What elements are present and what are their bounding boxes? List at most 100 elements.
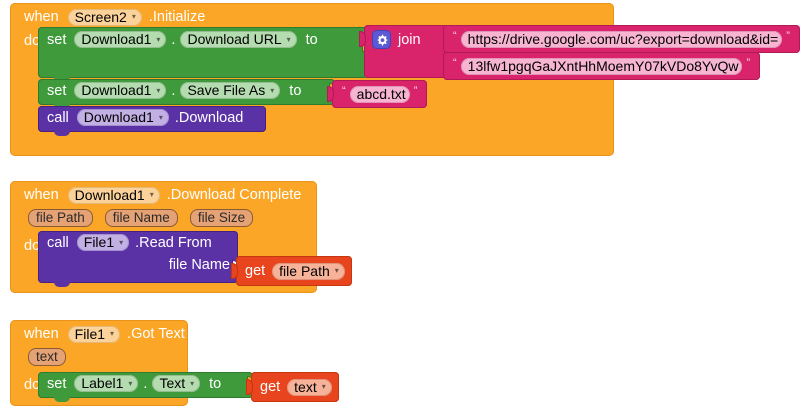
text-value: https://drive.google.com/uc?export=downl…	[467, 30, 779, 47]
event-header: when Download1 ▾ .Download Complete	[24, 185, 301, 205]
do-label-1: do	[24, 32, 40, 50]
get-block-text[interactable]: get text ▾	[246, 372, 339, 402]
component-dropdown-download1[interactable]: Download1 ▾	[67, 186, 160, 204]
gear-icon[interactable]	[372, 30, 391, 49]
event-name: .Download Complete	[166, 187, 302, 203]
method-name: .Read From	[135, 234, 212, 251]
property-dropdown-text[interactable]: Text ▾	[152, 375, 201, 392]
event-name: .Got Text	[127, 326, 185, 342]
connector-bump	[54, 282, 70, 287]
keyword-call: call	[47, 109, 69, 126]
component-dropdown-download1[interactable]: Download1 ▾	[74, 82, 167, 99]
component-dropdown-file1[interactable]: File1 ▾	[76, 234, 130, 251]
setter-block-download-url[interactable]: set Download1 ▾ . Download URL ▾ to	[38, 27, 369, 82]
dot-separator: .	[171, 31, 176, 48]
param-chip-file-path[interactable]: file Path	[28, 209, 93, 227]
get-block-file-path[interactable]: get file Path ▾	[231, 256, 352, 286]
component-name: Download1	[83, 109, 154, 125]
event-header: when File1 ▾ .Got Text	[24, 324, 185, 344]
chevron-down-icon: ▾	[190, 378, 195, 388]
variable-name: file Path	[279, 262, 330, 279]
property-name: Save File As	[187, 82, 266, 98]
component-dropdown-file1[interactable]: File1 ▾	[67, 325, 121, 343]
left-plug	[359, 31, 366, 47]
keyword-set: set	[47, 375, 67, 392]
connector-bump	[54, 131, 70, 136]
quote-open: “	[453, 30, 457, 42]
text-value-field[interactable]: https://drive.google.com/uc?export=downl…	[460, 30, 783, 48]
keyword-when: when	[24, 187, 59, 203]
setter-row: set Label1 ▾ . Text ▾ to	[38, 372, 227, 396]
do-label-3: do	[24, 376, 40, 394]
keyword-set: set	[47, 82, 67, 99]
call-arg-row: file Name	[169, 257, 230, 273]
quote-close: ”	[786, 30, 790, 42]
property-dropdown-save-file-as[interactable]: Save File As ▾	[180, 82, 281, 99]
component-dropdown-screen2[interactable]: Screen2 ▾	[67, 8, 142, 26]
keyword-get: get	[260, 379, 281, 395]
left-plug	[231, 263, 238, 279]
event-parameters: text	[28, 348, 78, 366]
component-name: File1	[74, 325, 106, 342]
left-plug	[246, 379, 253, 395]
text-value: abcd.txt	[356, 85, 406, 102]
chevron-down-icon: ▾	[321, 382, 326, 391]
join-label: join	[398, 31, 421, 48]
join-block[interactable]: join	[359, 25, 448, 78]
text-block-abcd-txt[interactable]: “ abcd.txt ”	[327, 80, 428, 108]
setter-block-label1-text[interactable]: set Label1 ▾ . Text ▾ to	[38, 372, 254, 402]
text-block-download-url-base[interactable]: “ https://drive.google.com/uc?export=dow…	[443, 25, 800, 53]
event-name: .Initialize	[148, 9, 206, 25]
variable-name: text	[294, 378, 317, 395]
keyword-when: when	[24, 9, 59, 25]
param-chip-text[interactable]: text	[28, 348, 66, 366]
text-value-field[interactable]: abcd.txt	[349, 85, 410, 103]
text-value: 13lfw1pgqGaJXntHhMoemY07kVDo8YvQw	[467, 57, 739, 74]
keyword-do: do	[24, 238, 41, 254]
dot-separator: .	[143, 375, 148, 392]
call-block-read-from[interactable]: call File1 ▾ .Read From file Name	[38, 231, 239, 287]
variable-dropdown-text[interactable]: text ▾	[287, 378, 332, 396]
keyword-get: get	[245, 263, 266, 279]
quote-close: ”	[746, 57, 751, 69]
keyword-do: do	[24, 33, 41, 49]
chevron-down-icon: ▾	[156, 85, 161, 95]
dot-separator: .	[171, 82, 176, 99]
chevron-down-icon: ▾	[156, 34, 161, 44]
keyword-when: when	[24, 326, 59, 342]
keyword-set: set	[47, 31, 67, 48]
chevron-down-icon: ▾	[270, 85, 275, 95]
quote-open: “	[453, 57, 457, 69]
component-name: File1	[83, 234, 115, 250]
chevron-down-icon: ▾	[128, 378, 133, 388]
text-value-field[interactable]: 13lfw1pgqGaJXntHhMoemY07kVDo8YvQw	[460, 57, 743, 75]
param-chip-file-name[interactable]: file Name	[104, 209, 178, 227]
property-dropdown-download-url[interactable]: Download URL ▾	[180, 31, 297, 48]
component-dropdown-label1[interactable]: Label1 ▾	[74, 375, 139, 392]
chevron-down-icon: ▾	[119, 237, 124, 247]
method-name: .Download	[174, 109, 244, 126]
component-dropdown-download1[interactable]: Download1 ▾	[76, 109, 169, 126]
do-label-2: do	[24, 237, 40, 255]
param-chip-file-size[interactable]: file Size	[189, 209, 254, 227]
setter-row: set Download1 ▾ . Save File As ▾ to	[38, 79, 307, 103]
component-name: Download1	[81, 82, 152, 98]
connector-bump	[54, 397, 70, 402]
keyword-call: call	[47, 234, 69, 251]
property-name: Download URL	[187, 31, 282, 47]
keyword-to: to	[305, 31, 318, 48]
left-plug	[327, 86, 334, 102]
setter-block-save-file-as[interactable]: set Download1 ▾ . Save File As ▾ to	[38, 79, 336, 109]
chevron-down-icon: ▾	[110, 329, 115, 338]
setter-row: set Download1 ▾ . Download URL ▾ to	[38, 27, 324, 52]
chevron-down-icon: ▾	[158, 112, 163, 122]
chevron-down-icon: ▾	[286, 34, 291, 44]
variable-dropdown-file-path[interactable]: file Path ▾	[272, 262, 345, 280]
call-block-download[interactable]: call Download1 ▾ .Download	[38, 106, 266, 136]
component-name: Download1	[74, 186, 145, 203]
component-dropdown-download1[interactable]: Download1 ▾	[74, 31, 167, 48]
chevron-down-icon: ▾	[149, 190, 154, 199]
call-row: call Download1 ▾ .Download	[38, 106, 266, 130]
text-block-file-id[interactable]: “ 13lfw1pgqGaJXntHhMoemY07kVDo8YvQw ”	[443, 52, 761, 80]
